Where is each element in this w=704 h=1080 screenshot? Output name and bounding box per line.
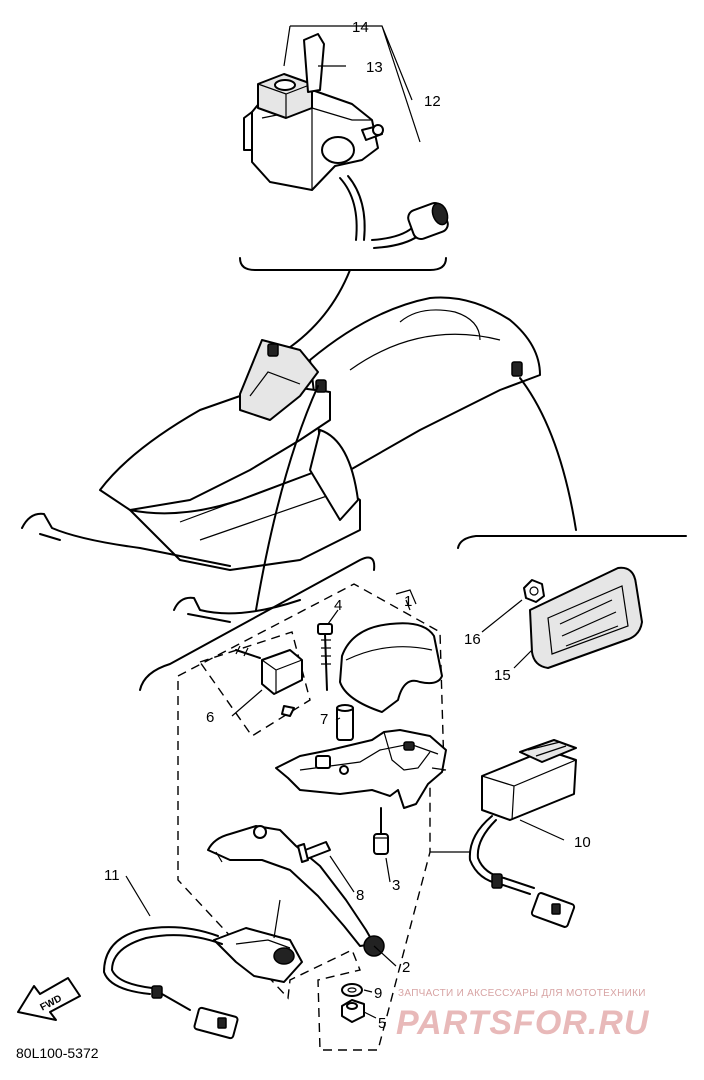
forward-arrow-icon: FWD	[17, 977, 81, 1021]
watermark-brand: PARTSFOR.RU	[396, 1004, 650, 1042]
snowmobile-body	[21, 296, 541, 623]
watermark: ЗАПЧАСТИ И АКСЕССУАРЫ ДЛЯ МОТОТЕХНИКИ PA…	[396, 988, 650, 1042]
drawing-code: 80L100-5372	[16, 1045, 99, 1061]
taillight-assembly	[523, 566, 643, 669]
tank-assembly	[243, 25, 449, 249]
callout-7: 7	[320, 711, 328, 728]
callout-6: 6	[206, 709, 214, 726]
callout-16: 16	[464, 631, 481, 648]
callout-13: 13	[366, 59, 383, 76]
callout-5: 5	[378, 1015, 386, 1032]
callout-3: 3	[392, 877, 400, 894]
callout-2: 2	[402, 959, 410, 976]
callout-4: 4	[334, 597, 342, 614]
callout-leaders	[125, 599, 565, 1019]
callout-14: 14	[352, 19, 369, 36]
callout-1: 1	[404, 593, 412, 610]
callout-9: 9	[374, 985, 382, 1002]
callout-12: 12	[424, 93, 441, 110]
watermark-tagline: ЗАПЧАСТИ И АКСЕССУАРЫ ДЛЯ МОТОТЕХНИКИ	[398, 988, 646, 999]
callout-8: 8	[356, 887, 364, 904]
callout-11: 11	[104, 867, 120, 884]
callout-10: 10	[574, 834, 591, 851]
brake-lever-assembly	[103, 622, 577, 1040]
callout-labels: 14 13 12 1 4 16 15 6 7 10 11 3 8 2 9 5	[104, 19, 591, 1032]
callout-15: 15	[494, 667, 511, 684]
